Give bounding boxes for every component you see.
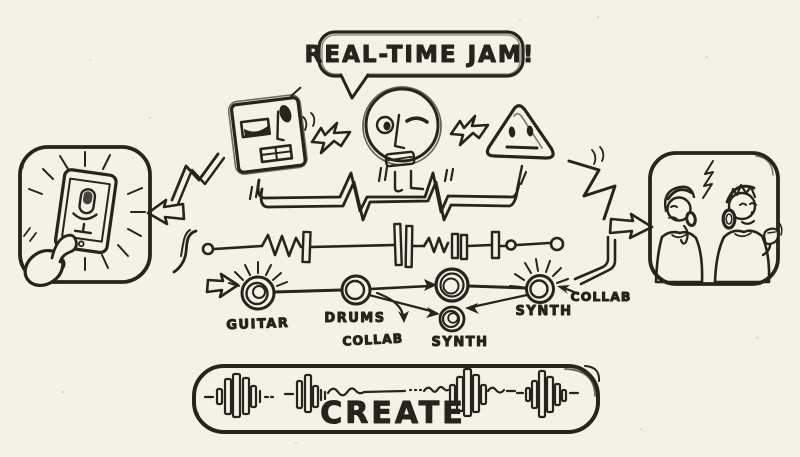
speech-bubble-text: REAL-TIME JAM! xyxy=(305,42,536,68)
bracket-left xyxy=(172,229,240,299)
arrow-to-tablet-icon xyxy=(146,198,186,226)
lightning-arrow-icon-left xyxy=(302,112,352,155)
collab-label-right: COLLAB xyxy=(571,289,632,304)
human-face-icon xyxy=(362,86,442,168)
triangle-face-icon xyxy=(485,104,555,160)
microphone-icon xyxy=(72,188,98,235)
listener-female xyxy=(654,185,704,284)
music-zigzag-icon xyxy=(702,160,714,199)
knob-label-synth-glow: SYNTH xyxy=(516,304,573,319)
create-label: CREATE xyxy=(320,396,465,431)
arrow-to-listeners-icon xyxy=(608,212,654,240)
collab-label-left: COLLAB xyxy=(342,330,404,348)
knob-connections xyxy=(272,279,580,323)
paper-specks xyxy=(61,15,759,445)
listener-male xyxy=(713,183,783,284)
knob-label-guitar: GUITAR xyxy=(226,316,289,333)
create-box: CREATE xyxy=(192,364,601,434)
glow-rays xyxy=(228,261,288,287)
knob-drums xyxy=(340,274,372,306)
bracket-right xyxy=(573,235,617,286)
knob-guitar xyxy=(228,261,288,311)
knob-main xyxy=(434,267,470,303)
knob-label-synth-small: SYNTH xyxy=(432,335,489,350)
headphones-icon xyxy=(666,188,694,201)
hand xyxy=(23,227,78,288)
headphones-icon xyxy=(725,184,756,204)
knob-row: GUITAR DRUMS SYNTH SYNTH COLLAB COLLAB xyxy=(226,258,632,351)
signal-zigzag-right xyxy=(567,146,654,240)
tablet-icon xyxy=(53,168,118,255)
signal-zigzag-left xyxy=(146,152,226,226)
knob-synth-small xyxy=(438,305,466,333)
glow-rays xyxy=(28,151,146,271)
waveform-icon xyxy=(203,367,580,419)
arrow-to-guitar-icon xyxy=(205,272,240,299)
listeners-frame xyxy=(648,151,783,286)
tablet-frame xyxy=(18,145,152,288)
glow-rays xyxy=(509,258,569,288)
collab-arrow-left xyxy=(375,291,405,318)
circuit-line-icon xyxy=(201,222,565,269)
speech-bubble: REAL-TIME JAM! xyxy=(304,30,536,100)
lightning-arrow-icon-right xyxy=(449,114,490,147)
ekg-line-icon xyxy=(248,164,528,222)
robot-face-icon xyxy=(227,86,308,175)
knob-label-drums: DRUMS xyxy=(324,311,385,326)
